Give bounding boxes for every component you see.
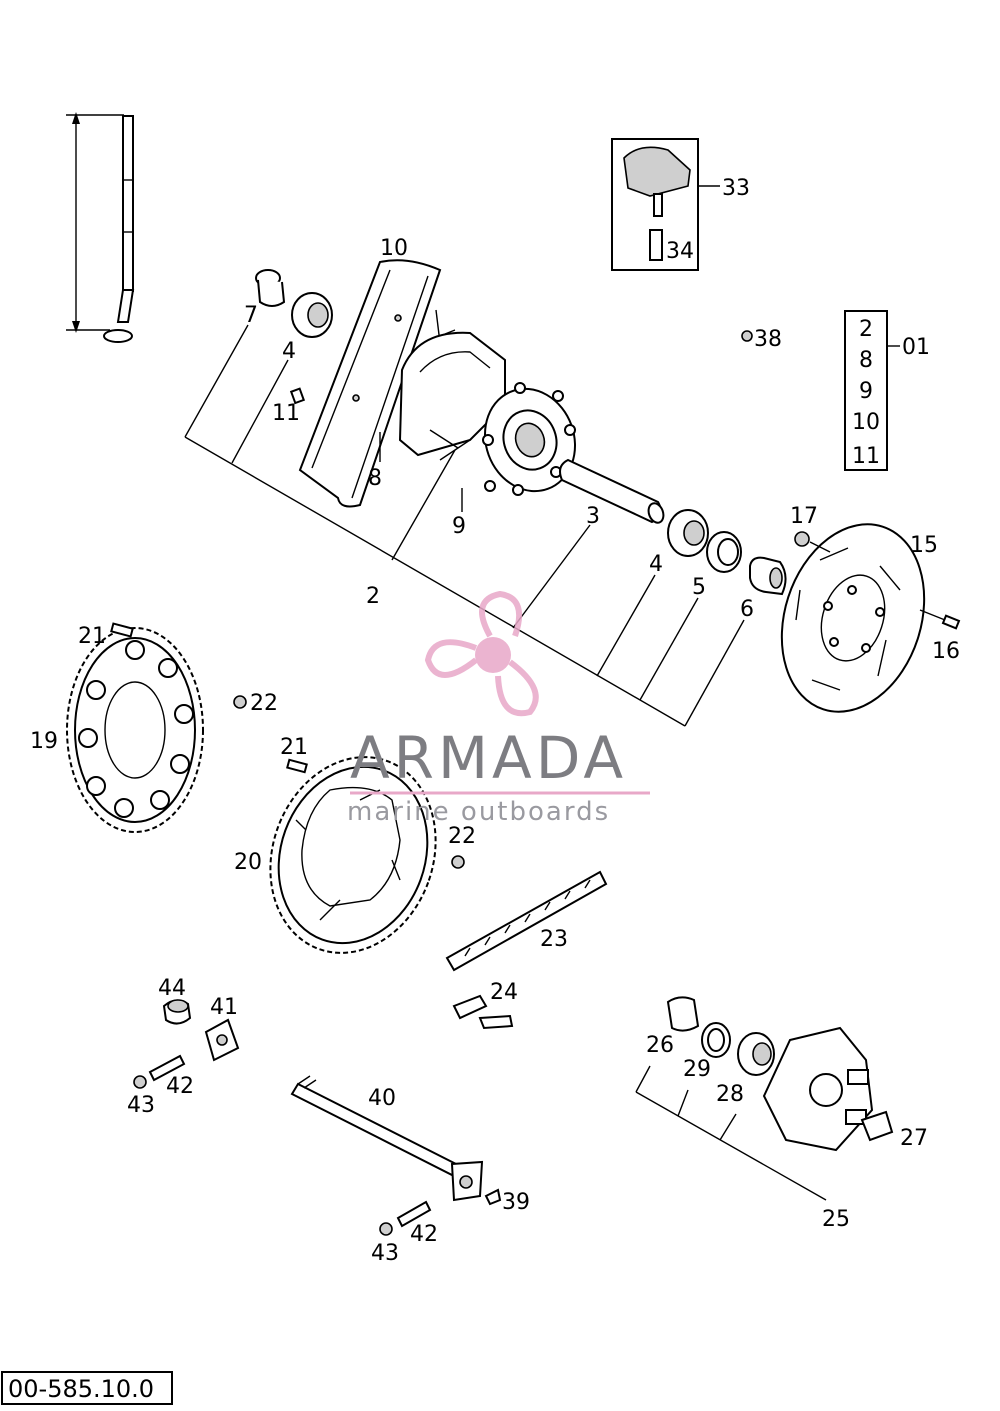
nut-22-upper-drawing <box>233 695 247 709</box>
label-part-29: 29 <box>683 1057 711 1082</box>
rear-wheel-drawing <box>298 259 577 508</box>
adjuster-41-drawing <box>204 1018 240 1062</box>
label-part-40: 40 <box>368 1086 396 1111</box>
assembly-leader-lines <box>184 324 745 727</box>
sprocket-19-drawing <box>66 627 204 833</box>
bolt-21-upper-drawing <box>110 622 134 638</box>
label-part-4-upper: 4 <box>282 339 296 364</box>
valve-group <box>611 138 720 271</box>
bolt-42-lower-drawing <box>396 1200 432 1228</box>
bearing-4-upper-drawing <box>291 292 333 338</box>
label-part-21-upper: 21 <box>78 624 106 649</box>
label-part-42-lower: 42 <box>410 1222 438 1247</box>
nut-43-upper-drawing <box>133 1075 147 1089</box>
label-part-3: 3 <box>586 504 600 529</box>
kit-item-3: 9 <box>859 379 873 404</box>
nut-17-drawing <box>794 531 831 553</box>
label-part-8: 8 <box>368 466 382 491</box>
diagram-code-box <box>1 1371 173 1405</box>
label-part-19: 19 <box>30 729 58 754</box>
watermark-brand: ARMADA <box>350 724 627 792</box>
label-part-33: 33 <box>722 176 750 201</box>
sprocket-20-drawing <box>269 756 437 954</box>
kit-item-5: 11 <box>852 444 880 469</box>
label-part-42-upper: 42 <box>166 1074 194 1099</box>
kit-box <box>844 310 900 471</box>
axle-40-drawing <box>290 1075 484 1202</box>
watermark-tagline: marine outboards <box>347 797 610 827</box>
cap-39-drawing <box>484 1188 502 1206</box>
sprocket-carrier-group-drawing <box>635 996 894 1201</box>
bearing-4-lower-drawing <box>667 509 709 557</box>
bolt-21-lower-drawing <box>286 758 308 774</box>
label-part-41: 41 <box>210 995 238 1020</box>
label-part-26: 26 <box>646 1033 674 1058</box>
label-part-22-upper: 22 <box>250 691 278 716</box>
nut-43-lower-drawing <box>379 1222 393 1236</box>
label-part-7: 7 <box>244 303 258 328</box>
kit-item-4: 10 <box>852 410 880 435</box>
label-part-16: 16 <box>932 639 960 664</box>
bolt-42-upper-drawing <box>148 1054 186 1082</box>
kit-item-2: 8 <box>859 348 873 373</box>
label-part-6: 6 <box>740 597 754 622</box>
spacer-6-drawing <box>749 556 787 596</box>
sleeve-44-drawing <box>162 999 192 1025</box>
label-part-11: 11 <box>272 401 300 426</box>
label-part-10: 10 <box>380 236 408 261</box>
label-part-17: 17 <box>790 504 818 529</box>
bolt-16-drawing <box>919 609 961 630</box>
label-part-15: 15 <box>910 533 938 558</box>
label-part-9: 9 <box>452 514 466 539</box>
label-part-22-lower: 22 <box>448 824 476 849</box>
label-part-4-lower: 4 <box>649 552 663 577</box>
label-part-43-upper: 43 <box>127 1093 155 1118</box>
label-part-43-lower: 43 <box>371 1241 399 1266</box>
label-part-24: 24 <box>490 980 518 1005</box>
chain-link-24-drawing <box>452 994 514 1030</box>
label-part-44: 44 <box>158 976 186 1001</box>
kit-number: 01 <box>902 335 930 360</box>
label-part-38: 38 <box>754 327 782 352</box>
label-part-34: 34 <box>666 239 694 264</box>
label-part-27: 27 <box>900 1126 928 1151</box>
spoke-drawing <box>66 112 135 343</box>
nut-22-lower-drawing <box>451 855 465 869</box>
label-part-20: 20 <box>234 850 262 875</box>
nut-38-drawing <box>741 330 753 342</box>
label-part-2: 2 <box>366 584 380 609</box>
label-part-28: 28 <box>716 1082 744 1107</box>
label-part-21-lower: 21 <box>280 735 308 760</box>
kit-item-1: 2 <box>859 317 873 342</box>
chain-23-drawing <box>445 870 608 972</box>
label-part-23: 23 <box>540 927 568 952</box>
label-part-39: 39 <box>502 1190 530 1215</box>
label-part-25: 25 <box>822 1207 850 1232</box>
ring-5-drawing <box>706 531 742 573</box>
brake-disc-15-drawing <box>780 523 926 713</box>
diagram-code: 00-585.10.0 <box>8 1375 154 1403</box>
screw-11-drawing <box>289 387 306 405</box>
label-part-5: 5 <box>692 575 706 600</box>
spacer-7-drawing <box>255 269 286 307</box>
watermark-logo <box>424 590 539 717</box>
sleeve-3-drawing <box>559 458 665 524</box>
